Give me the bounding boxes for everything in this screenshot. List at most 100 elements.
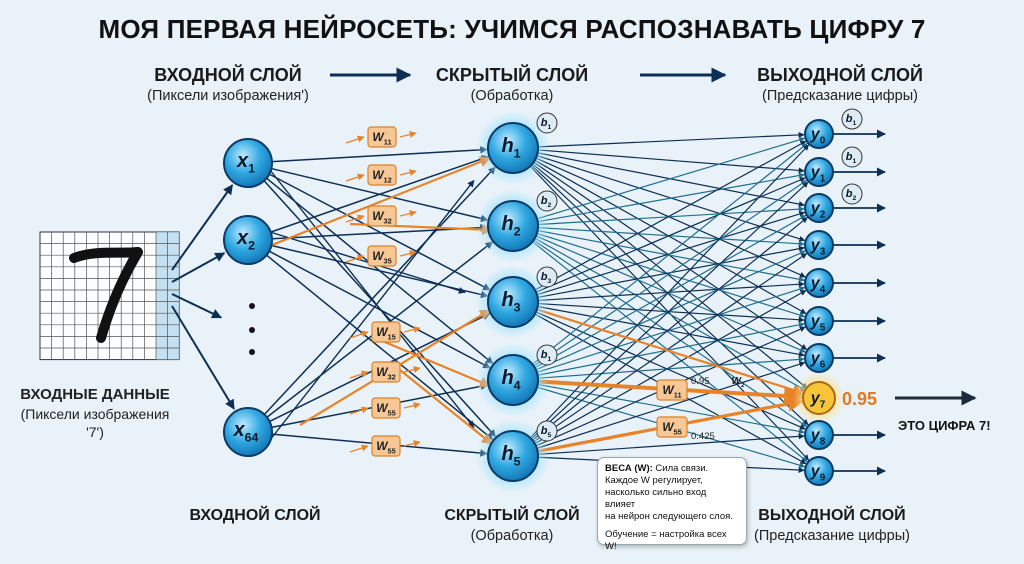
weight-label: W32 [372, 209, 392, 225]
output-bias-label: b2 [846, 188, 857, 202]
input-node-circle [223, 215, 273, 265]
output-layer-header: ВЫХОДНОЙ СЛОЙ [757, 65, 923, 85]
hidden-output-edge [537, 226, 805, 247]
tooltip-line2: Каждое W регулирует, [605, 475, 703, 486]
weight-arrow [399, 210, 417, 217]
hidden-output-edge [535, 177, 806, 293]
digit-seven-stroke [69, 247, 143, 343]
input-node: x1 [223, 138, 273, 188]
hidden-node-label: h5 [501, 443, 520, 469]
hidden-output-edge [536, 232, 806, 318]
hidden-layer-footer: СКРЫТЫЙ СЛОЙ [444, 507, 580, 524]
input-hidden-edge [263, 166, 496, 415]
output-node: y7 [802, 381, 836, 415]
hidden-layer-footer-subtitle: (Обработка) [470, 528, 554, 544]
output-node-circle [804, 456, 834, 486]
output-node: y2 [804, 193, 834, 223]
input-data-title: ВХОДНЫЕ ДАННЫЕ [20, 386, 170, 403]
ellipsis-dot [249, 327, 255, 333]
weight-arrow [399, 131, 417, 138]
weight-arrow [345, 135, 365, 144]
output-node: y3 [804, 230, 834, 260]
hidden-layer-header: СКРЫТЫЙ СЛОЙ [435, 65, 589, 85]
output-layer-footer: ВЫХОДНОЙ СЛОЙ [758, 507, 906, 524]
hidden-node-label: h1 [501, 135, 520, 161]
output-node: y9 [804, 456, 834, 486]
tooltip-line5: Обучение = настройка всех W! [605, 529, 727, 552]
weight-box [371, 397, 401, 419]
hidden-output-edge [537, 229, 805, 283]
hidden-output-edge [534, 237, 807, 392]
highlight-edge-h3-y7 [536, 308, 804, 396]
output-node: y4 [804, 268, 834, 298]
input-image-grid: 7 [39, 231, 180, 361]
hidden-output-edge [537, 433, 805, 455]
output-bias-circle [841, 146, 863, 168]
weight-box-right: W55 [656, 416, 688, 438]
hidden-output-edge [536, 137, 806, 220]
output-node: y8 [804, 420, 834, 450]
bias-circle [536, 266, 558, 288]
hidden-output-edge [535, 157, 806, 278]
hidden-node-circle [487, 276, 539, 328]
image-to-input-arrow [171, 252, 226, 283]
input-hidden-edge [266, 254, 494, 441]
weight-box [371, 361, 401, 383]
tooltip-line4: на нейрон следующего слоя. [605, 511, 733, 522]
weight-label: W55 [662, 420, 682, 436]
hidden-node-circle [487, 430, 539, 482]
weight-arrow [349, 444, 369, 453]
input-node-label: x2 [236, 227, 255, 253]
hidden-node-label: h4 [501, 367, 520, 393]
hidden-node-circle [487, 122, 539, 174]
output-bias-label: b1 [846, 113, 857, 127]
input-node: x2 [223, 215, 273, 265]
weight-arrow [349, 370, 369, 379]
output-node-circle [804, 268, 834, 298]
weight-box-left: W32 [367, 205, 397, 227]
weight-arrow [403, 366, 421, 373]
weight-box-left: W35 [367, 245, 397, 267]
tooltip-line3: насколько сильно вход влияет [605, 487, 707, 510]
input-hidden-edge [268, 173, 491, 291]
hidden-output-edge [537, 302, 805, 323]
highlight-edge [271, 156, 492, 247]
output-node: y1 [804, 157, 834, 187]
weight-box [371, 321, 401, 343]
hidden-node-circle [487, 200, 539, 252]
weight-label: W11 [372, 130, 391, 146]
prediction-value: 0.95 [842, 389, 877, 409]
weight-box [371, 435, 401, 457]
weight-box [367, 126, 397, 148]
hidden-node-label: h2 [501, 213, 520, 239]
bias-label: b2 [541, 195, 552, 209]
bias-circle [536, 112, 558, 134]
hidden-output-edge [534, 159, 807, 315]
hidden-output-edge [537, 356, 805, 379]
output-node: y5 [804, 306, 834, 336]
prediction-text: ЭТО ЦИФРА 7! [898, 418, 991, 433]
tooltip-heading: ВЕСА (W): [605, 463, 653, 474]
weight-box-left: W11 [367, 126, 397, 148]
weight-box [656, 379, 688, 401]
output-node-label: y6 [810, 350, 826, 370]
weight-label: W12 [372, 168, 392, 184]
highlight-edge [379, 338, 492, 388]
bias-label: b1 [541, 117, 552, 131]
input-node: x64 [223, 407, 273, 457]
weight-box-right: W11 [656, 379, 688, 401]
hidden-output-edge [537, 149, 805, 174]
output-node-label: y0 [810, 126, 826, 146]
hidden-node: h2 b2 [476, 189, 558, 263]
bias-circle [536, 344, 558, 366]
hidden-output-edge [537, 321, 805, 376]
hidden-output-edge [530, 181, 809, 440]
weight-arrow [345, 173, 365, 182]
output-node-circle [804, 420, 834, 450]
weight-box [367, 164, 397, 186]
output-node-label: y4 [810, 275, 826, 295]
input-layer-footer: ВХОДНОЙ СЛОЙ [189, 507, 321, 524]
hidden-node-circle [487, 354, 539, 406]
input-hidden-edge [271, 146, 488, 163]
